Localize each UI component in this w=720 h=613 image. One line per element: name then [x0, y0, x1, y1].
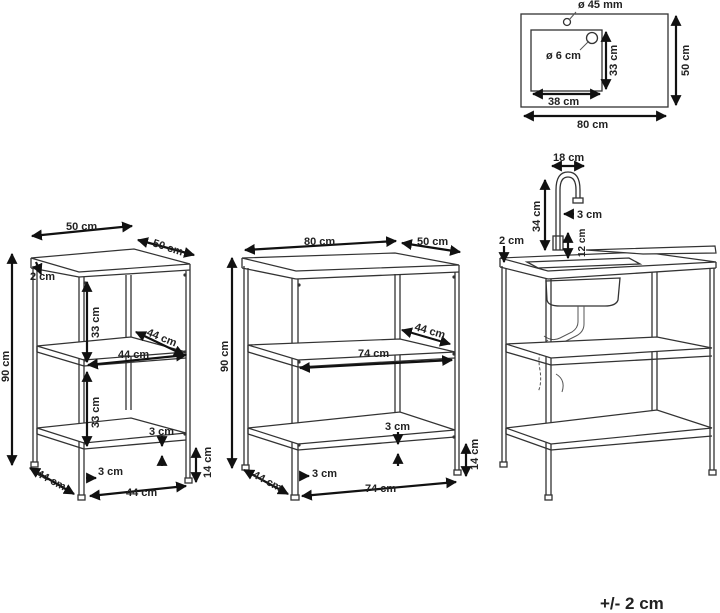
- small-leg-height-label: 14 cm: [202, 447, 214, 478]
- faucet-reach-label: 18 cm: [553, 152, 584, 164]
- faucet-hole-label: ø 45 mm: [578, 0, 623, 11]
- small-rim-label: 2 cm: [30, 271, 55, 283]
- sink-rim-label: 2 cm: [499, 235, 524, 247]
- large-height-label: 90 cm: [219, 341, 231, 372]
- small-base-depth-label: 44 cm: [35, 468, 68, 493]
- small-floor-gap-label: 3 cm: [98, 466, 123, 478]
- large-shelf-lip-label: 3 cm: [385, 421, 410, 433]
- small-width-label: 50 cm: [66, 221, 97, 233]
- basin-depth-label: 33 cm: [608, 45, 620, 76]
- basin-width-label: 38 cm: [548, 96, 579, 108]
- large-floor-gap-label: 3 cm: [312, 468, 337, 480]
- small-gap-upper-label: 33 cm: [90, 307, 102, 338]
- small-height-label: 90 cm: [0, 351, 12, 382]
- faucet-spout-label: 3 cm: [577, 209, 602, 221]
- large-base-depth-label: 44 cm: [251, 469, 284, 494]
- small-shelf-width-label: 44 cm: [118, 349, 149, 361]
- small-shelf-drawing: [6, 221, 202, 501]
- large-base-width-label: 74 cm: [365, 483, 396, 495]
- basin-inset-label: 12 cm: [577, 229, 588, 257]
- top-view-drawing: [520, 11, 682, 122]
- small-shelf-lip-label: 3 cm: [149, 426, 174, 438]
- large-shelf-drawing: [226, 236, 472, 501]
- small-gap-lower-label: 33 cm: [90, 397, 102, 428]
- large-depth-label: 50 cm: [417, 236, 448, 248]
- top-width-label: 80 cm: [577, 119, 608, 131]
- sink-unit-drawing: [498, 160, 717, 501]
- large-width-label: 80 cm: [304, 236, 335, 248]
- small-base-width-label: 44 cm: [126, 487, 157, 499]
- large-shelf-width-label: 74 cm: [358, 348, 389, 360]
- top-depth-label: 50 cm: [680, 45, 692, 76]
- large-leg-height-label: 14 cm: [469, 439, 481, 470]
- drain-hole-label: ø 6 cm: [546, 50, 581, 62]
- tolerance-label: +/- 2 cm: [600, 594, 664, 613]
- faucet-height-label: 34 cm: [531, 201, 543, 232]
